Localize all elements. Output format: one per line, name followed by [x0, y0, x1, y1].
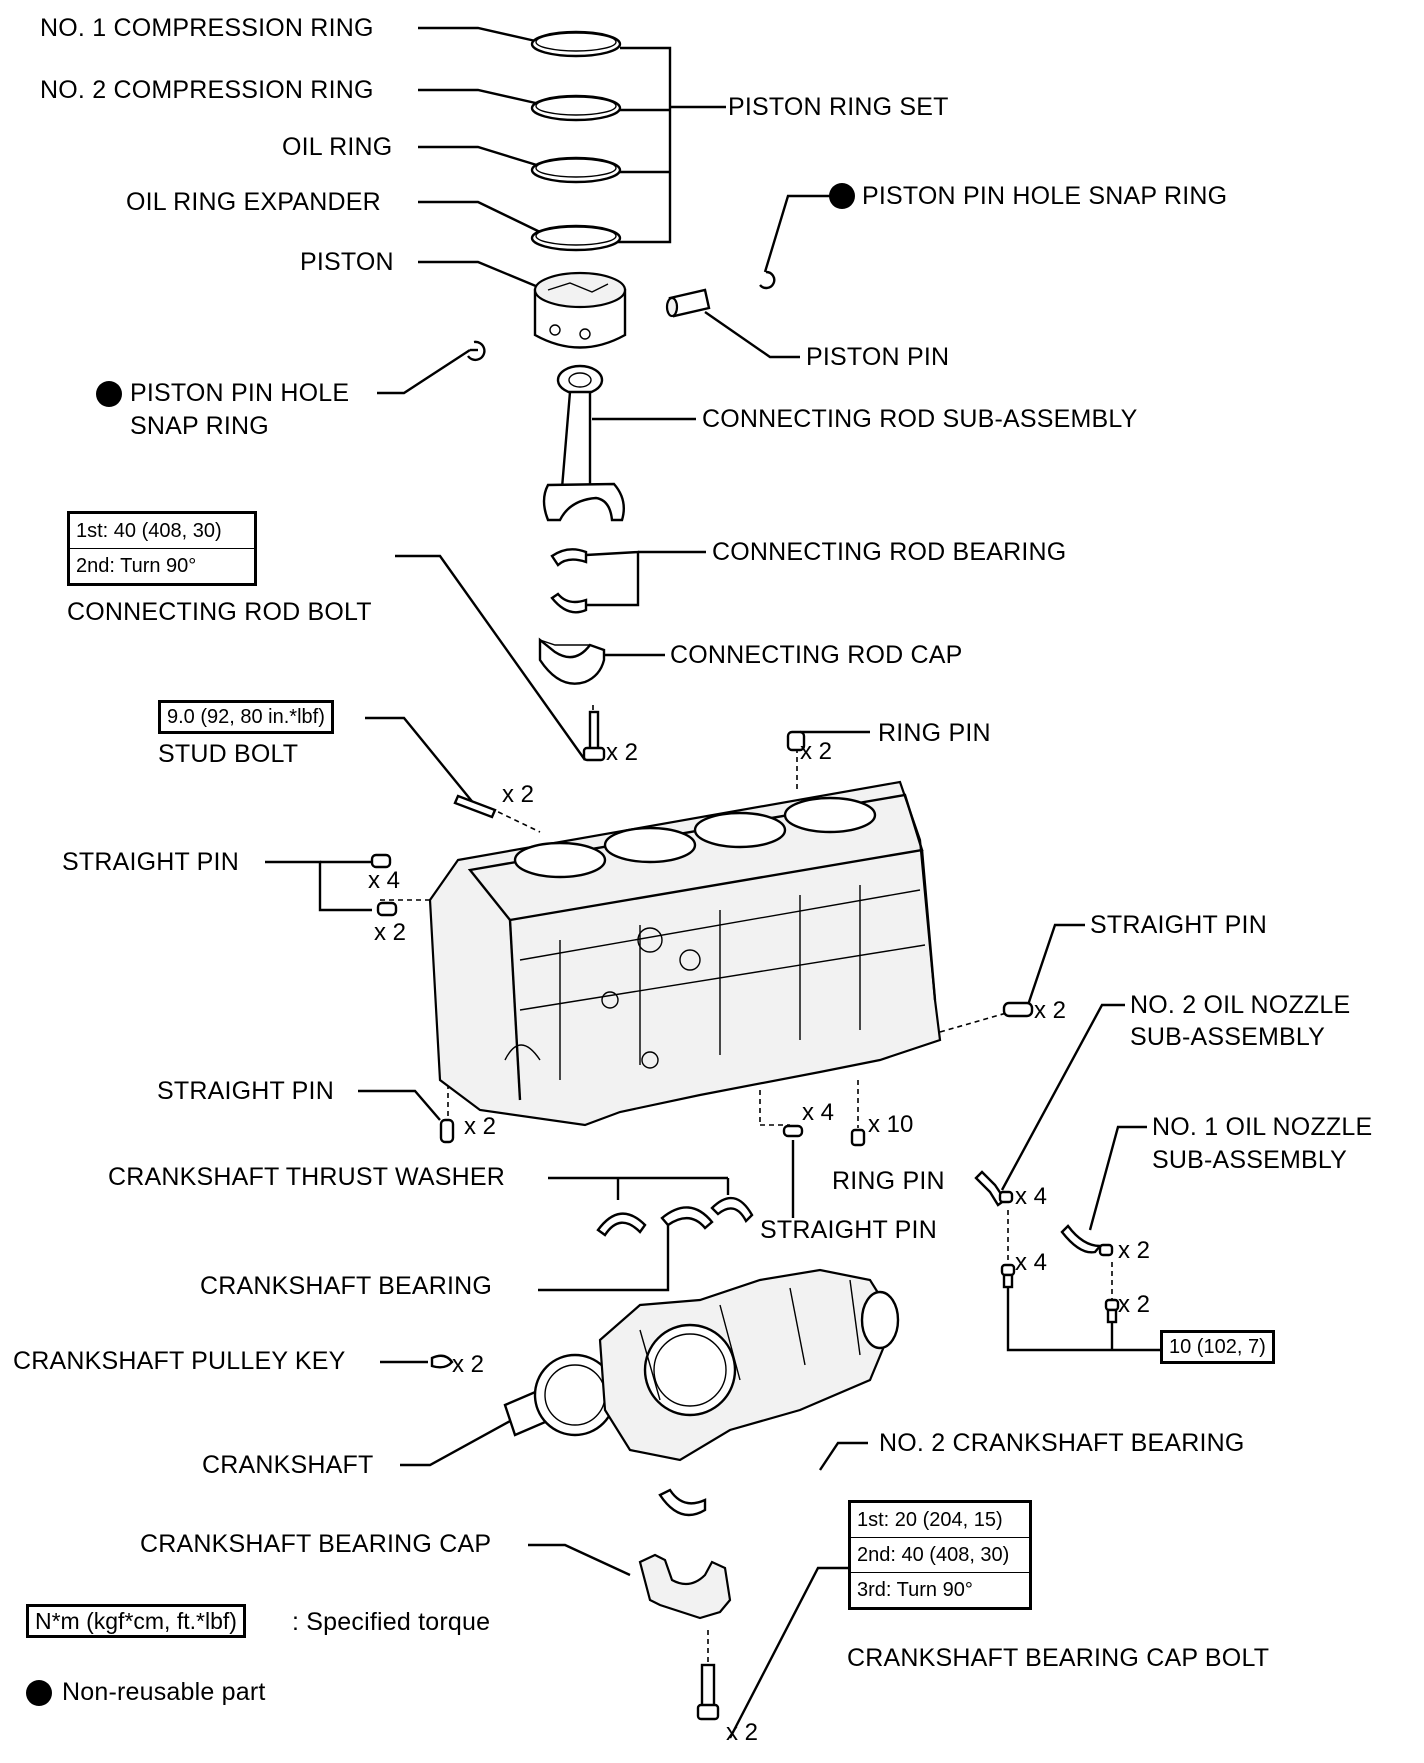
- label-piston-pin-hole-snap-ring-left-line1: PISTON PIN HOLE: [130, 379, 350, 407]
- qty-pulley-key: x 2: [452, 1351, 485, 1378]
- label-oil-ring: OIL RING: [282, 133, 393, 161]
- label-ring-pin-top: RING PIN: [878, 719, 991, 747]
- label-crankshaft-bearing: CRANKSHAFT BEARING: [200, 1272, 493, 1300]
- qty-no2-oil-nozzle-b: x 4: [1015, 1249, 1048, 1276]
- piston-part: [533, 271, 627, 349]
- label-piston-ring-set: PISTON RING SET: [728, 93, 949, 121]
- label-ring-pin-bottom: RING PIN: [832, 1167, 945, 1195]
- label-no1-oil-nozzle-line2: SUB-ASSEMBLY: [1152, 1146, 1348, 1174]
- qty-cap-bolt: x 2: [726, 1719, 759, 1746]
- bolt-parts: [370, 710, 1034, 1147]
- legend-non-reusable: Non-reusable part: [62, 1678, 266, 1706]
- piston-pin-part: [665, 288, 711, 318]
- label-crankshaft-bearing-cap-bolt: CRANKSHAFT BEARING CAP BOLT: [847, 1644, 1270, 1672]
- bearing-cap-part: [638, 1553, 732, 1721]
- legend-torque-box: N*m (kgf*cm, ft.*lbf): [26, 1604, 246, 1638]
- torque-box-stud-bolt: 9.0 (92, 80 in.*lbf): [158, 700, 334, 734]
- non-reusable-icon: [829, 183, 855, 209]
- qty-straight-pin-x2: x 2: [374, 919, 407, 946]
- label-no2-crankshaft-bearing: NO. 2 CRANKSHAFT BEARING: [879, 1429, 1245, 1457]
- qty-no2-oil-nozzle-a: x 4: [1015, 1183, 1048, 1210]
- connecting-rod-part: [542, 364, 625, 522]
- qty-ring-pin-top: x 2: [800, 738, 833, 765]
- label-no2-oil-nozzle-line1: NO. 2 OIL NOZZLE: [1130, 991, 1351, 1019]
- crankshaft-part: [503, 1268, 900, 1462]
- label-crankshaft: CRANKSHAFT: [202, 1451, 374, 1479]
- label-crankshaft-pulley-key: CRANKSHAFT PULLEY KEY: [13, 1347, 346, 1375]
- qty-straight-pin-lower-left: x 2: [464, 1113, 497, 1140]
- label-no1-oil-nozzle-line1: NO. 1 OIL NOZZLE: [1152, 1113, 1373, 1141]
- connecting-rod-cap-part: [538, 637, 606, 685]
- label-crankshaft-thrust-washer: CRANKSHAFT THRUST WASHER: [108, 1163, 505, 1191]
- torque-step-2: 2nd: Turn 90°: [70, 548, 254, 583]
- non-reusable-icon: [26, 1680, 52, 1706]
- torque-step-1: 1st: 40 (408, 30): [76, 520, 222, 542]
- torque-step-2: 2nd: 40 (408, 30): [851, 1537, 1029, 1572]
- snap-ring-parts: [467, 270, 776, 362]
- qty-no1-oil-nozzle-b: x 2: [1118, 1291, 1151, 1318]
- qty-no1-oil-nozzle-a: x 2: [1118, 1237, 1151, 1264]
- label-straight-pin-right: STRAIGHT PIN: [1090, 911, 1267, 939]
- label-straight-pin-lower-left: STRAIGHT PIN: [157, 1077, 334, 1105]
- label-straight-pin-bottom: STRAIGHT PIN: [760, 1216, 937, 1244]
- label-no2-oil-nozzle-line2: SUB-ASSEMBLY: [1130, 1023, 1326, 1051]
- thrust-washer-parts: [596, 1197, 754, 1237]
- label-piston: PISTON: [300, 248, 394, 276]
- oil-nozzle-parts: [974, 1170, 1120, 1324]
- cylinder-block-part: [428, 780, 942, 1127]
- bearing-parts: [658, 1488, 707, 1517]
- torque-step-3: 3rd: Turn 90°: [851, 1572, 1029, 1607]
- torque-box-crankshaft-bearing-cap-bolt: 1st: 20 (204, 15) 2nd: 40 (408, 30) 3rd:…: [848, 1500, 1032, 1610]
- label-no1-compression-ring: NO. 1 COMPRESSION RING: [40, 14, 374, 42]
- qty-stud-bolt: x 2: [502, 781, 535, 808]
- leader-lines: [265, 26, 1168, 1739]
- label-connecting-rod-bolt: CONNECTING ROD BOLT: [67, 598, 372, 626]
- label-crankshaft-bearing-cap: CRANKSHAFT BEARING CAP: [140, 1530, 492, 1558]
- label-oil-ring-expander: OIL RING EXPANDER: [126, 188, 381, 216]
- label-connecting-rod-bearing: CONNECTING ROD BEARING: [712, 538, 1067, 566]
- label-connecting-rod-cap: CONNECTING ROD CAP: [670, 641, 963, 669]
- label-stud-bolt: STUD BOLT: [158, 740, 299, 768]
- torque-box-connecting-rod-bolt: 1st: 40 (408, 30) 2nd: Turn 90°: [67, 511, 257, 586]
- torque-box-oil-nozzle: 10 (102, 7): [1160, 1330, 1275, 1364]
- qty-straight-pin-x4: x 4: [368, 867, 401, 894]
- qty-connecting-rod-bolt: x 2: [606, 739, 639, 766]
- torque-step-1: 1st: 20 (204, 15): [857, 1509, 1003, 1531]
- label-piston-pin-hole-snap-ring-left-line2: SNAP RING: [130, 412, 269, 440]
- piston-rings: [530, 30, 622, 252]
- label-straight-pin-left: STRAIGHT PIN: [62, 848, 239, 876]
- label-connecting-rod-sub-assembly: CONNECTING ROD SUB-ASSEMBLY: [702, 405, 1138, 433]
- qty-straight-pin-bottom: x 4: [802, 1099, 835, 1126]
- non-reusable-icon: [96, 381, 122, 407]
- label-no2-compression-ring: NO. 2 COMPRESSION RING: [40, 76, 374, 104]
- qty-straight-pin-right: x 2: [1034, 997, 1067, 1024]
- qty-ring-pin-bottom: x 10: [868, 1111, 914, 1138]
- connecting-rod-bearing-parts: [550, 548, 588, 614]
- legend-torque-text: : Specified torque: [292, 1608, 491, 1636]
- label-piston-pin: PISTON PIN: [806, 343, 950, 371]
- label-piston-pin-hole-snap-ring-right: PISTON PIN HOLE SNAP RING: [862, 182, 1228, 210]
- pulley-key-part: [430, 1354, 454, 1369]
